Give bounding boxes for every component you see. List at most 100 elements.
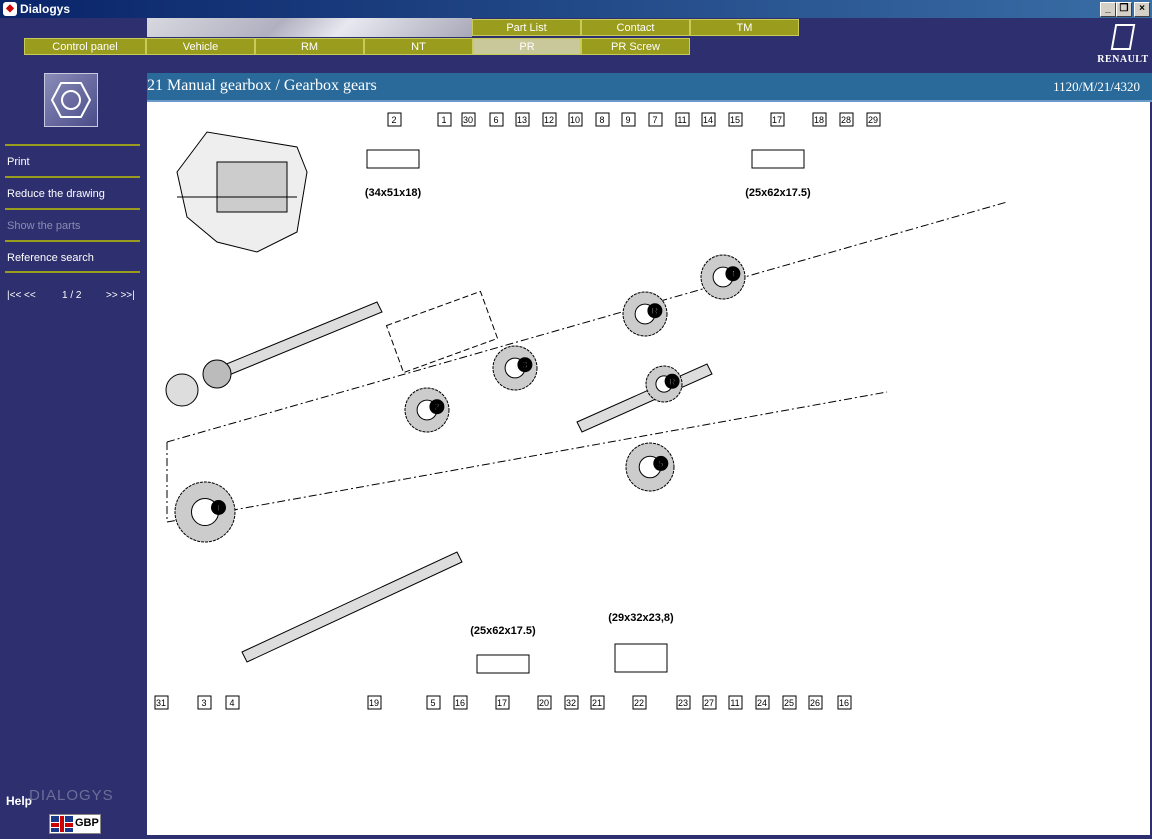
part-callout-top[interactable]: 13: [515, 112, 530, 127]
tab-part-list[interactable]: Part List: [472, 19, 581, 36]
tab-pr[interactable]: PR: [473, 38, 581, 55]
part-callout-top[interactable]: 11: [675, 112, 690, 127]
part-callout-top[interactable]: 29: [866, 112, 881, 127]
print-link[interactable]: Print: [5, 144, 140, 175]
part-callout-top[interactable]: 2: [387, 112, 402, 127]
show-parts-link[interactable]: Show the parts: [5, 208, 140, 239]
svg-text:R: R: [652, 306, 659, 316]
part-callout-top[interactable]: 14: [701, 112, 716, 127]
gear: 1: [174, 481, 236, 543]
language-button[interactable]: GBP: [49, 814, 101, 834]
svg-text:16: 16: [455, 698, 465, 708]
svg-text:13: 13: [517, 115, 527, 125]
sidebar: Print Reduce the drawing Show the parts …: [0, 73, 145, 839]
part-callout-bottom[interactable]: 20: [537, 695, 552, 710]
svg-text:26: 26: [810, 698, 820, 708]
part-callout-top[interactable]: 8: [595, 112, 610, 127]
pager: |<< << 1 / 2 >> >>|: [7, 290, 141, 306]
svg-text:R: R: [669, 377, 676, 387]
part-callout-top[interactable]: 7: [648, 112, 663, 127]
help-link[interactable]: Help: [6, 794, 33, 808]
gear: R: [622, 291, 668, 337]
pager-first-prev[interactable]: |<< <<: [7, 290, 36, 301]
reduce-drawing-link[interactable]: Reduce the drawing: [5, 176, 140, 207]
currency-label: GBP: [75, 817, 99, 829]
part-callout-bottom[interactable]: 31: [154, 695, 169, 710]
part-callout-top[interactable]: 28: [839, 112, 854, 127]
part-callout-top[interactable]: 30: [461, 112, 476, 127]
svg-text:3: 3: [522, 360, 527, 370]
part-callout-bottom[interactable]: 25: [782, 695, 797, 710]
svg-text:15: 15: [730, 115, 740, 125]
svg-text:18: 18: [814, 115, 824, 125]
svg-text:5: 5: [658, 459, 663, 469]
svg-text:29: 29: [868, 115, 878, 125]
svg-text:11: 11: [677, 115, 686, 125]
part-callout-top[interactable]: 18: [812, 112, 827, 127]
header-decoration: [147, 18, 472, 37]
svg-text:14: 14: [703, 115, 713, 125]
reference-search-link[interactable]: Reference search: [5, 240, 140, 273]
part-callout-top[interactable]: 9: [621, 112, 636, 127]
part-callout-bottom[interactable]: 16: [453, 695, 468, 710]
part-callout-bottom[interactable]: 21: [590, 695, 605, 710]
close-icon[interactable]: ×: [1134, 2, 1150, 17]
svg-text:16: 16: [839, 698, 849, 708]
window-title: Dialogys: [20, 2, 71, 16]
tab-nt[interactable]: NT: [364, 38, 473, 55]
svg-text:1: 1: [216, 503, 221, 513]
svg-text:31: 31: [156, 698, 166, 708]
part-callout-bottom[interactable]: 17: [495, 695, 510, 710]
part-callout-bottom[interactable]: 32: [564, 695, 579, 710]
pager-page: 1 / 2: [62, 290, 82, 301]
restore-icon[interactable]: ❐: [1116, 2, 1132, 17]
part-callout-bottom[interactable]: 5: [426, 695, 441, 710]
part-callout-bottom[interactable]: 26: [808, 695, 823, 710]
section-title: 21 Manual gearbox / Gearbox gears: [147, 77, 377, 94]
svg-text:2: 2: [391, 115, 396, 125]
bearing-dimension: (25x62x17.5): [470, 625, 536, 637]
part-callout-bottom[interactable]: 27: [702, 695, 717, 710]
part-callout-top[interactable]: 1: [437, 112, 452, 127]
part-callout-bottom[interactable]: 24: [755, 695, 770, 710]
svg-text:9: 9: [625, 115, 630, 125]
renault-logo: RENAULT: [1096, 24, 1150, 68]
svg-text:7: 7: [652, 115, 657, 125]
svg-text:22: 22: [634, 698, 644, 708]
svg-text:4: 4: [730, 269, 735, 279]
svg-text:24: 24: [757, 698, 767, 708]
bearing-dimension: (29x32x23,8): [608, 612, 674, 624]
part-callout-bottom[interactable]: 19: [367, 695, 382, 710]
part-callout-top[interactable]: 6: [489, 112, 504, 127]
brand-name: RENAULT: [1097, 54, 1149, 65]
part-callout-top[interactable]: 10: [568, 112, 583, 127]
part-callout-bottom[interactable]: 16: [837, 695, 852, 710]
part-callout-top[interactable]: 12: [542, 112, 557, 127]
svg-text:23: 23: [678, 698, 688, 708]
section-reference: 1120/M/21/4320: [1053, 79, 1140, 94]
tab-rm[interactable]: RM: [255, 38, 364, 55]
tab-control-panel[interactable]: Control panel: [24, 38, 146, 55]
tab-tm[interactable]: TM: [690, 19, 799, 36]
hex-nut-icon: [44, 73, 98, 127]
part-callout-bottom[interactable]: 4: [225, 695, 240, 710]
gear: 2: [404, 387, 450, 433]
part-callout-bottom[interactable]: 23: [676, 695, 691, 710]
window-title-bar: ◆ Dialogys _ ❐ ×: [0, 0, 1152, 18]
part-callout-bottom[interactable]: 22: [632, 695, 647, 710]
tab-pr-screw[interactable]: PR Screw: [581, 38, 690, 55]
tab-vehicle[interactable]: Vehicle: [146, 38, 255, 55]
svg-text:6: 6: [493, 115, 498, 125]
tab-contact[interactable]: Contact: [581, 19, 690, 36]
part-callout-top[interactable]: 15: [728, 112, 743, 127]
dialogys-logo: DIALOGYS: [29, 787, 114, 804]
part-callout-bottom[interactable]: 11: [728, 695, 743, 710]
part-callout-top[interactable]: 17: [770, 112, 785, 127]
part-callout-bottom[interactable]: 3: [197, 695, 212, 710]
pager-next-last[interactable]: >> >>|: [106, 290, 135, 301]
minimize-icon[interactable]: _: [1100, 2, 1116, 17]
dialogys-app-icon: ◆: [3, 2, 17, 16]
svg-text:32: 32: [566, 698, 576, 708]
